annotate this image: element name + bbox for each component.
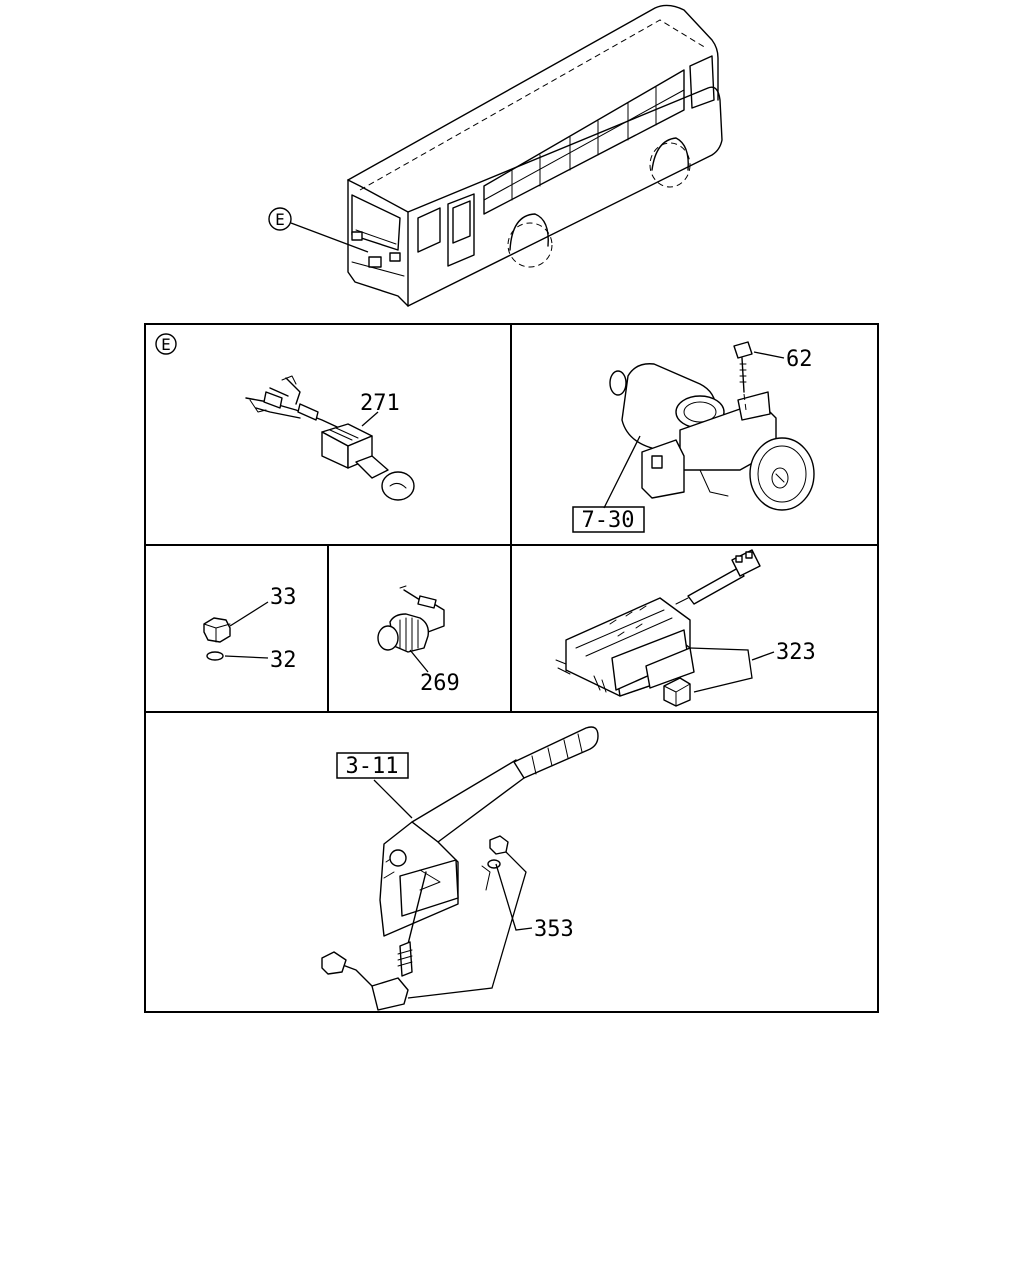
section-callout-circle xyxy=(155,333,177,355)
switch-271-illustration: 271 xyxy=(245,375,415,501)
washer-32-illustration xyxy=(206,651,224,661)
sensor-269-illustration xyxy=(377,585,445,653)
washer-32-leader xyxy=(224,655,269,659)
switch-353-leader-tail xyxy=(495,863,533,931)
panel-relay-323: 323 xyxy=(555,549,816,707)
panel-ignition: 62 7-30 xyxy=(572,341,815,533)
ref-7-30-leader xyxy=(603,435,641,509)
overview-callout-leader xyxy=(290,222,369,253)
bolt-62-label: 62 xyxy=(786,347,813,372)
relay-323-label: 323 xyxy=(776,640,816,665)
switch-271-label: 271 xyxy=(360,391,400,416)
washer-32-label: 32 xyxy=(270,648,297,673)
bolt-62-leader xyxy=(753,351,785,359)
relay-323-illustration xyxy=(555,549,761,707)
section-callout-label: E xyxy=(161,335,171,354)
panel-grid xyxy=(144,323,879,1013)
ref-3-11-box xyxy=(336,752,409,779)
relay-323-leader xyxy=(689,647,753,693)
switch-353-leader xyxy=(407,851,527,999)
panel-switch-271: E 271 xyxy=(155,333,415,501)
overview-callout-label: E xyxy=(275,210,285,229)
panel-parking-brake: 3-11 353 xyxy=(321,726,599,1011)
panel-nut-washer: 33 32 xyxy=(203,585,297,673)
panel-sensor-269: 269 xyxy=(377,585,460,696)
ref-7-30-label: 7-30 xyxy=(582,508,635,533)
nut-33-illustration xyxy=(203,617,231,643)
ref-7-30-box xyxy=(572,506,645,533)
overview-callout-circle xyxy=(268,207,292,231)
ref-3-11-label: 3-11 xyxy=(346,754,399,779)
ref-3-11-leader xyxy=(373,779,413,819)
sensor-269-label: 269 xyxy=(420,671,460,696)
sensor-269-leader xyxy=(409,649,429,673)
bus-illustration: E xyxy=(268,4,723,307)
parking-brake-lever-illustration xyxy=(321,726,599,1011)
relay-323-leader-tail xyxy=(751,651,775,661)
ignition-cylinder-illustration xyxy=(609,341,815,511)
nut-33-leader xyxy=(229,601,269,627)
nut-33-label: 33 xyxy=(270,585,297,610)
switch-353-label: 353 xyxy=(534,917,574,942)
